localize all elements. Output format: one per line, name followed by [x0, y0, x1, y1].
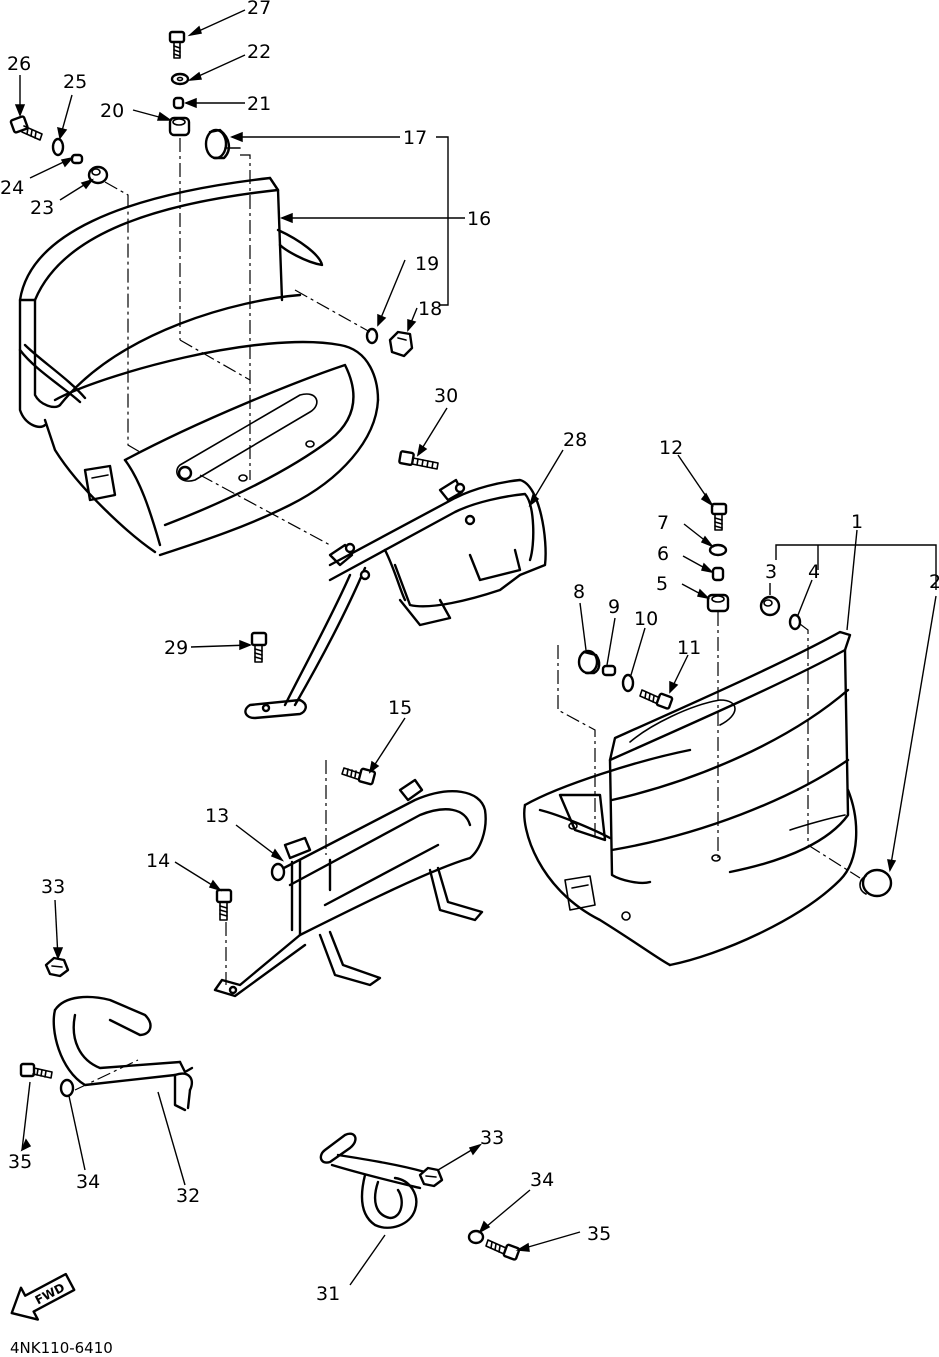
washer-34-right — [467, 1229, 485, 1245]
callout-21: 21 — [247, 93, 271, 115]
callout-2: 2 — [929, 571, 939, 593]
callout-14: 14 — [146, 850, 170, 872]
callout-33-right: 33 — [480, 1127, 504, 1149]
callout-5: 5 — [656, 573, 668, 595]
bolt-30 — [398, 450, 439, 470]
leader-lines — [19, 9, 937, 1286]
collar-24 — [70, 153, 84, 165]
washer-19 — [365, 327, 379, 345]
nut-18 — [388, 330, 414, 358]
grommet-8 — [577, 649, 601, 675]
callout-16: 16 — [467, 208, 491, 230]
bolt-29 — [250, 631, 268, 663]
assembly-lines — [74, 138, 861, 1091]
callout-7: 7 — [657, 512, 669, 534]
hardware-parts — [9, 30, 893, 1261]
bolt-35-right — [485, 1239, 521, 1261]
crash-bar-left — [52, 995, 194, 1112]
crash-bar-right — [319, 1132, 427, 1229]
callout-3: 3 — [765, 561, 777, 583]
washer-10 — [621, 673, 635, 693]
saddlebag-left — [18, 176, 380, 557]
callout-34-left: 34 — [76, 1171, 100, 1193]
callout-29: 29 — [164, 637, 188, 659]
grommet-3 — [759, 595, 781, 617]
knob-17 — [204, 128, 241, 160]
bolt-26 — [9, 115, 43, 141]
fwd-direction-arrow: FWD — [10, 1272, 76, 1321]
callout-25: 25 — [63, 71, 87, 93]
washer-22 — [170, 72, 190, 86]
callout-32: 32 — [176, 1185, 200, 1207]
callout-35-left: 35 — [8, 1151, 32, 1173]
grommet-5 — [706, 593, 730, 613]
callout-10: 10 — [634, 608, 658, 630]
knob-2 — [859, 868, 893, 898]
callout-23: 23 — [30, 197, 54, 219]
bolt-14 — [215, 888, 233, 921]
bolt-12 — [710, 502, 728, 531]
callout-22: 22 — [247, 41, 271, 63]
callout-6: 6 — [657, 543, 669, 565]
callout-13: 13 — [205, 805, 229, 827]
washer-25 — [51, 137, 65, 157]
callout-19: 19 — [415, 253, 439, 275]
bolt-11 — [639, 689, 674, 710]
callout-31: 31 — [316, 1283, 340, 1305]
bolt-15 — [341, 767, 377, 786]
saddlebag-bracket-upper — [244, 478, 547, 720]
callout-28: 28 — [563, 429, 587, 451]
callout-30: 30 — [434, 385, 458, 407]
callout-33-left: 33 — [41, 876, 65, 898]
collar-6 — [711, 566, 725, 582]
callout-34-right: 34 — [530, 1169, 554, 1191]
bolt-27 — [168, 30, 186, 59]
callout-27: 27 — [247, 0, 271, 19]
washer-4 — [788, 613, 802, 631]
callout-20: 20 — [100, 100, 124, 122]
callout-17: 17 — [403, 127, 427, 149]
callout-35-right: 35 — [587, 1223, 611, 1245]
collar-21 — [172, 96, 185, 110]
saddlebag-right — [523, 630, 858, 967]
callout-11: 11 — [677, 637, 701, 659]
callout-4: 4 — [808, 561, 820, 583]
bolt-35-left — [19, 1062, 53, 1079]
nut-33-right — [418, 1166, 444, 1188]
callout-12: 12 — [659, 437, 683, 459]
leader-arrowheads — [14, 25, 897, 1252]
callout-numbers: 1 2 3 4 5 6 7 8 9 10 11 12 13 14 15 16 1… — [0, 0, 939, 1305]
callout-26: 26 — [7, 53, 31, 75]
callout-1: 1 — [851, 511, 863, 533]
nut-33-left — [44, 956, 70, 978]
diagram-code: 4NK110-6410 — [10, 1339, 113, 1357]
callout-15: 15 — [388, 697, 412, 719]
collar-9 — [601, 664, 617, 677]
callout-18: 18 — [418, 298, 442, 320]
callout-24: 24 — [0, 177, 24, 199]
callout-8: 8 — [573, 581, 585, 603]
callout-9: 9 — [608, 596, 620, 618]
grommet-20 — [168, 116, 191, 137]
saddlebag-bracket-lower — [213, 778, 487, 998]
washer-34-left — [59, 1078, 75, 1098]
